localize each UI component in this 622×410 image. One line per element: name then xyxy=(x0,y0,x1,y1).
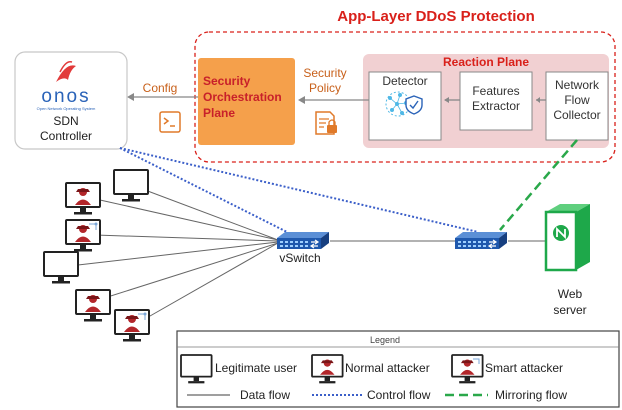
orchestration-line1: Security xyxy=(203,74,251,88)
normal-attacker-host-2[interactable] xyxy=(75,289,111,323)
legend-normal-attacker-label: Normal attacker xyxy=(345,361,430,375)
onos-tagline: Open Network Operating System xyxy=(37,106,96,111)
mirroring-flow-line xyxy=(499,139,578,231)
legitimate-user-host-1[interactable] xyxy=(113,169,149,203)
features-extractor-line2: Extractor xyxy=(472,99,520,113)
collector-line2: Flow xyxy=(564,93,590,107)
security-orchestration-plane[interactable] xyxy=(198,58,295,145)
legend-smart-attacker-icon xyxy=(451,354,484,385)
features-extractor-line1: Features xyxy=(472,84,519,98)
legend-title: Legend xyxy=(370,335,400,345)
orchestration-line2: Orchestration xyxy=(203,90,282,104)
collector-line1: Network xyxy=(555,78,600,92)
policy-lock-icon xyxy=(315,111,337,135)
legend-smart-attacker-label: Smart attacker xyxy=(485,361,563,375)
collector-line3: Collector xyxy=(553,108,600,122)
config-label: Config xyxy=(143,81,178,95)
orchestration-line3: Plane xyxy=(203,106,235,120)
web-server-line1: Web xyxy=(558,287,583,301)
legend-box xyxy=(176,330,620,408)
onos-logo-text: onos xyxy=(41,86,90,107)
security-policy-line2: Policy xyxy=(309,81,341,95)
legend-control-flow-label: Control flow xyxy=(367,388,431,402)
features-extractor-box[interactable] xyxy=(459,71,533,131)
smart-attacker-host-1[interactable] xyxy=(65,219,101,253)
web-server-line2: server xyxy=(553,303,586,317)
legend-data-flow-label: Data flow xyxy=(240,388,290,402)
detector-label: Detector xyxy=(382,74,427,88)
reaction-plane-label: Reaction Plane xyxy=(443,55,529,69)
legend-legitimate-user-label: Legitimate user xyxy=(215,361,297,375)
onos-bird-icon xyxy=(56,60,76,82)
web-server-icon[interactable] xyxy=(544,204,590,272)
vswitch-icon[interactable] xyxy=(276,231,330,250)
security-policy-line1: Security xyxy=(303,66,346,80)
terminal-icon xyxy=(159,111,181,133)
switch-icon[interactable] xyxy=(454,231,508,250)
control-flow-to-vswitch xyxy=(119,147,288,233)
sdn-label-line2: Controller xyxy=(40,129,92,143)
legitimate-user-host-2[interactable] xyxy=(43,251,79,285)
normal-attacker-host-1[interactable] xyxy=(65,182,101,216)
sdn-controller-box[interactable] xyxy=(14,51,128,150)
control-flow-to-switch xyxy=(119,147,479,233)
detector-box[interactable] xyxy=(368,71,442,141)
legend-mirroring-flow-label: Mirroring flow xyxy=(495,388,567,402)
data-flow-lines xyxy=(77,189,555,321)
vswitch-label: vSwitch xyxy=(279,251,320,265)
network-flow-collector-box[interactable] xyxy=(545,71,609,141)
smart-attacker-host-2[interactable] xyxy=(114,309,150,343)
diagram-title: App-Layer DDoS Protection xyxy=(337,8,535,25)
sdn-label-line1: SDN xyxy=(53,114,78,128)
brain-shield-icon xyxy=(385,91,423,117)
